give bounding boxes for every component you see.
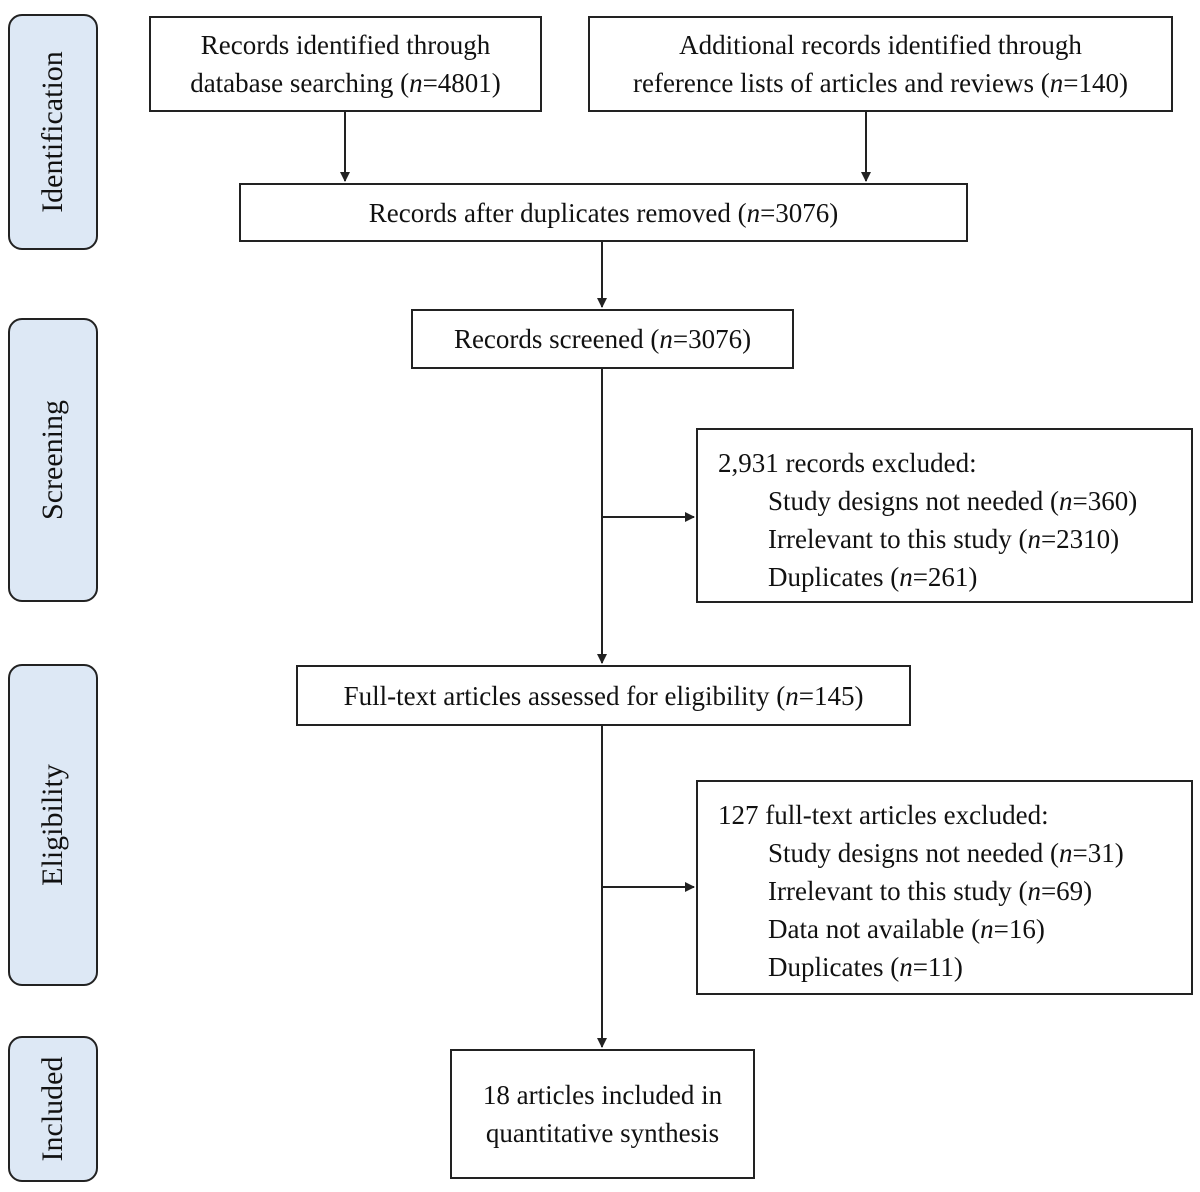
records-excluded-list: 2,931 records excluded: Study designs no… <box>718 444 1137 596</box>
database-line1: Records identified through <box>200 30 491 60</box>
fulltext-text: Full-text articles assessed for eligibil… <box>343 680 864 711</box>
box-included: 18 articles included in quantitative syn… <box>450 1049 755 1179</box>
stage-eligibility: Eligibility <box>8 664 98 986</box>
records-excluded-item: Irrelevant to this study (n=2310) <box>768 524 1120 554</box>
stage-screening: Screening <box>8 318 98 602</box>
stage-included: Included <box>8 1036 98 1182</box>
fulltext-excluded-item: Study designs not needed (n=31) <box>768 838 1124 868</box>
fulltext-excluded-list: 127 full-text articles excluded: Study d… <box>718 796 1124 986</box>
included-line2: quantitative synthesis <box>485 1118 720 1148</box>
box-additional-records: Additional records identified through re… <box>588 16 1173 112</box>
records-excluded-item: Study designs not needed (n=360) <box>768 486 1138 516</box>
duplicates-removed-text: Records after duplicates removed (n=3076… <box>368 197 839 228</box>
box-fulltext-excluded: 127 full-text articles excluded: Study d… <box>696 780 1193 995</box>
fulltext-excluded-heading: 127 full-text articles excluded: <box>718 800 1049 830</box>
box-duplicates-removed: Records after duplicates removed (n=3076… <box>239 183 968 242</box>
records-excluded-item: Duplicates (n=261) <box>768 562 978 592</box>
fulltext-excluded-item: Irrelevant to this study (n=69) <box>768 876 1093 906</box>
additional-line1: Additional records identified through <box>679 30 1082 60</box>
box-records-screened: Records screened (n=3076) <box>411 309 794 369</box>
box-records-excluded: 2,931 records excluded: Study designs no… <box>696 428 1193 603</box>
database-line2: database searching (n=4801) <box>190 68 501 98</box>
included-line1: 18 articles included in <box>482 1080 723 1110</box>
box-database-records: Records identified through database sear… <box>149 16 542 112</box>
screened-text: Records screened (n=3076) <box>453 324 752 354</box>
box-fulltext-assessed: Full-text articles assessed for eligibil… <box>296 665 911 726</box>
additional-line2: reference lists of articles and reviews … <box>632 68 1129 98</box>
stage-identification: Identification <box>8 14 98 250</box>
fulltext-excluded-item: Data not available (n=16) <box>768 914 1045 944</box>
records-excluded-heading: 2,931 records excluded: <box>718 448 977 478</box>
fulltext-excluded-item: Duplicates (n=11) <box>768 952 963 982</box>
